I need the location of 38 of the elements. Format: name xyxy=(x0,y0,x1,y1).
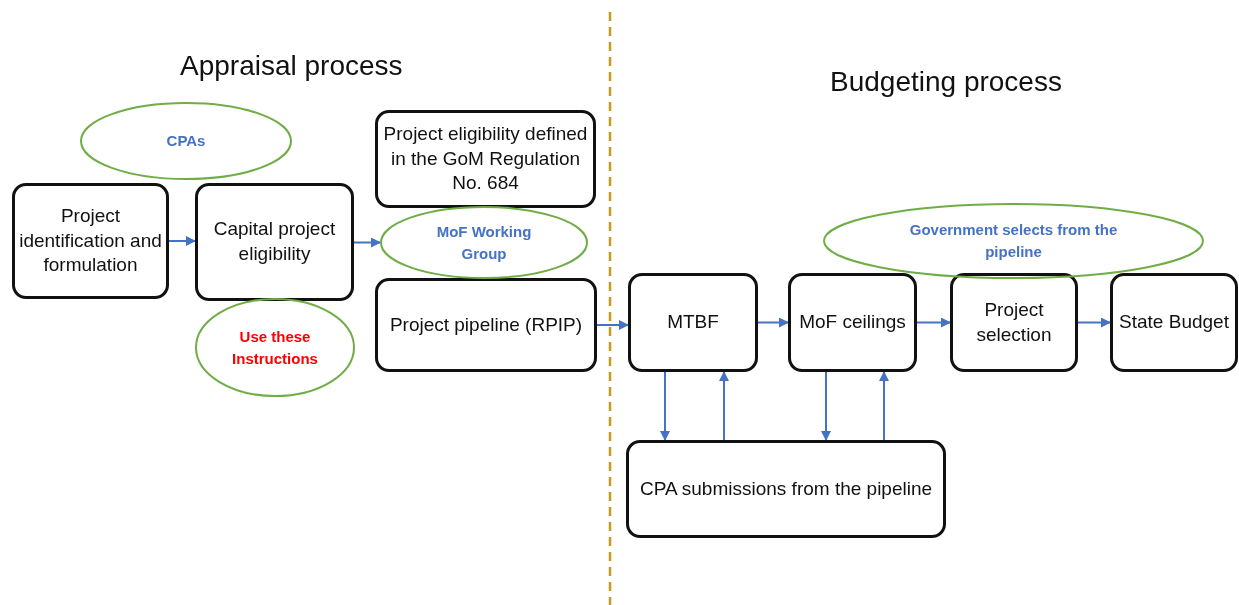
process-box xyxy=(375,278,597,372)
arrow xyxy=(879,371,889,441)
arrow xyxy=(168,236,196,246)
box-text: MTBF xyxy=(667,310,719,335)
arrow xyxy=(821,371,831,441)
box-text: CPA submissions from the pipeline xyxy=(639,476,933,501)
box-text: Project identification and formulation xyxy=(19,203,162,278)
process-box xyxy=(375,110,596,208)
box-text: Project selection xyxy=(975,297,1053,347)
section-heading: Budgeting process xyxy=(830,66,1062,98)
process-box xyxy=(12,183,169,299)
arrow xyxy=(660,371,670,441)
arrow xyxy=(1077,317,1111,328)
note-text: Use these Instructions xyxy=(231,326,319,369)
box-text: State Budget xyxy=(1119,310,1229,335)
box-text: MoF ceilings xyxy=(799,310,906,335)
ellipse-note xyxy=(823,203,1204,279)
arrow xyxy=(916,317,951,328)
note-text: Government selects from the pipeline xyxy=(908,220,1119,262)
process-box xyxy=(1110,273,1238,372)
note-text: MoF Working Group xyxy=(435,221,533,264)
note-text: CPAs xyxy=(166,131,206,152)
section-heading: Appraisal process xyxy=(180,50,403,82)
ellipse-note xyxy=(195,298,355,397)
box-text: Project pipeline (RPIP) xyxy=(389,312,583,337)
arrow xyxy=(719,371,729,441)
ellipse-note xyxy=(380,206,588,279)
process-box xyxy=(626,440,946,538)
ellipse-note xyxy=(80,102,292,180)
box-text: Capital project eligibility xyxy=(212,217,337,266)
process-box xyxy=(788,273,917,372)
arrow xyxy=(353,237,381,248)
process-box xyxy=(950,273,1078,372)
process-box xyxy=(195,183,354,301)
arrow xyxy=(596,320,629,330)
arrow xyxy=(757,317,789,328)
box-text: Project eligibility defined in the GoM Regulation No. 684 xyxy=(382,121,589,196)
process-box xyxy=(628,273,758,372)
